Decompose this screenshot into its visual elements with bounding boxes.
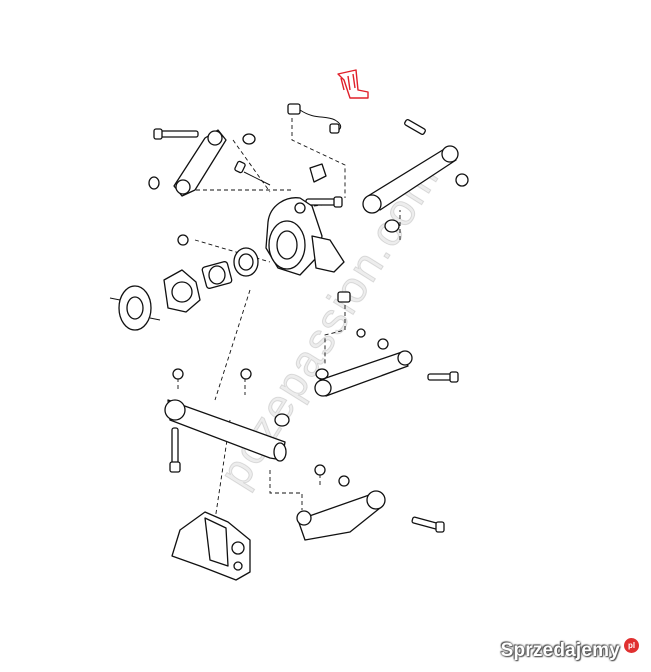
subframe-mount-bracket	[171, 511, 251, 581]
brand-name: Sprzedajemy	[500, 640, 620, 661]
leader-lines	[177, 118, 401, 521]
lower-trailing-arm	[164, 368, 290, 473]
upper-right-control-arm	[362, 118, 469, 233]
wheel-hub-assembly	[109, 234, 259, 331]
upper-left-control-arm	[148, 128, 256, 197]
sprzedajemy-logo: Sprzedajemy pl	[500, 637, 639, 662]
highlighted-sensor-bracket	[337, 69, 369, 99]
wheel-carrier	[265, 197, 345, 276]
knuckle-bolts	[234, 160, 343, 208]
brand-badge: pl	[624, 637, 639, 653]
abs-sensor	[287, 103, 342, 134]
lower-control-arm	[296, 464, 445, 541]
toe-link	[314, 291, 459, 397]
